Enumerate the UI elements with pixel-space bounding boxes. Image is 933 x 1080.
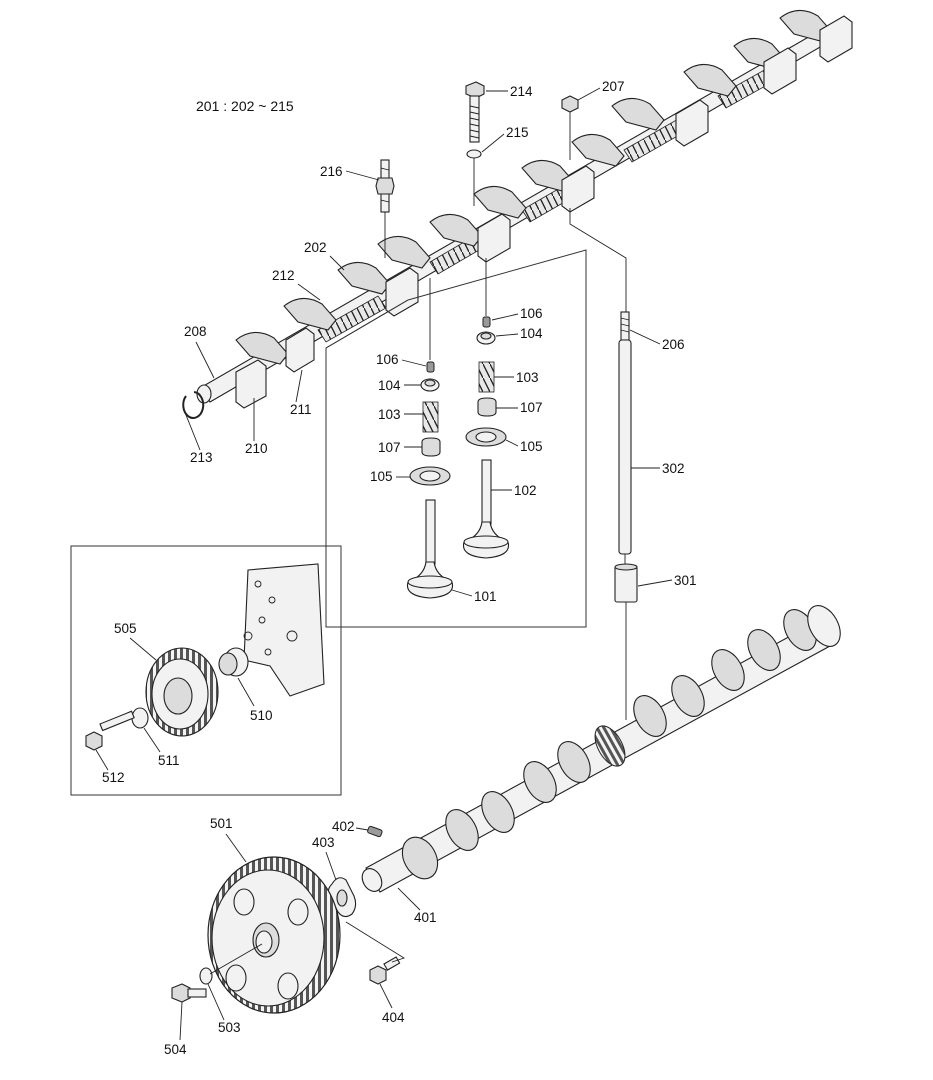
label-212: 212: [272, 268, 295, 283]
camshaft-401-icon: [361, 605, 841, 893]
label-107-right: 107: [520, 400, 543, 415]
label-104-right: 104: [520, 326, 543, 341]
washer-215-icon: [466, 149, 482, 159]
label-215: 215: [506, 125, 529, 140]
label-216: 216: [320, 164, 343, 179]
bolt-214-icon: [465, 81, 485, 143]
label-211: 211: [290, 402, 312, 417]
label-206: 206: [662, 337, 685, 352]
label-104-left: 104: [378, 378, 401, 393]
nut-207-icon: [561, 95, 579, 113]
label-301: 301: [674, 573, 697, 588]
label-207: 207: [602, 79, 625, 94]
label-401: 401: [414, 910, 437, 925]
bolt-512-icon: [85, 710, 135, 751]
label-213: 213: [190, 450, 213, 465]
label-105-left: 105: [370, 469, 393, 484]
pushrod-302-icon: [618, 311, 632, 555]
idler-shaft-510-icon: [218, 647, 249, 677]
stud-216-icon: [375, 159, 395, 213]
label-208: 208: [184, 324, 207, 339]
idler-gear-detail-frame: [70, 545, 342, 796]
label-107-left: 107: [378, 440, 401, 455]
washer-503-icon: [199, 967, 213, 985]
label-103-right: 103: [516, 370, 539, 385]
label-102: 102: [514, 483, 537, 498]
key-402-icon: [367, 825, 383, 838]
label-504: 504: [164, 1042, 187, 1057]
idler-gear-505-icon: [145, 647, 219, 737]
label-503: 503: [218, 1020, 241, 1035]
valve-101-icon: [406, 499, 454, 599]
label-106-left: 106: [376, 352, 399, 367]
label-202: 202: [304, 240, 327, 255]
label-402: 402: [332, 819, 355, 834]
label-214: 214: [510, 84, 533, 99]
label-512: 512: [102, 770, 125, 785]
label-210: 210: [245, 441, 268, 456]
label-501: 501: [210, 816, 233, 831]
label-511: 511: [158, 753, 180, 768]
bolt-504-icon: [171, 983, 207, 1003]
camshaft-gear-501-icon: [207, 856, 341, 1014]
label-103-left: 103: [378, 407, 401, 422]
rocker-shaft-assembly-icon: [182, 9, 853, 419]
label-510: 510: [250, 708, 273, 723]
label-101: 101: [474, 589, 497, 604]
label-105-right: 105: [520, 439, 543, 454]
label-404: 404: [382, 1010, 405, 1025]
part-labels: 214 207 215 216 202 212 208 211 213 210 …: [95, 79, 697, 1057]
valve-stack-left: [409, 361, 451, 486]
valve-stack-right: [465, 316, 507, 447]
group-range-text: 201 : 202 ~ 215: [196, 98, 294, 114]
valve-102-icon: [462, 459, 510, 559]
label-302: 302: [662, 461, 685, 476]
label-106-right: 106: [520, 306, 543, 321]
label-403: 403: [312, 835, 335, 850]
engine-block-plate: [243, 563, 325, 697]
label-505: 505: [114, 621, 137, 636]
tappet-301-icon: [614, 563, 638, 603]
